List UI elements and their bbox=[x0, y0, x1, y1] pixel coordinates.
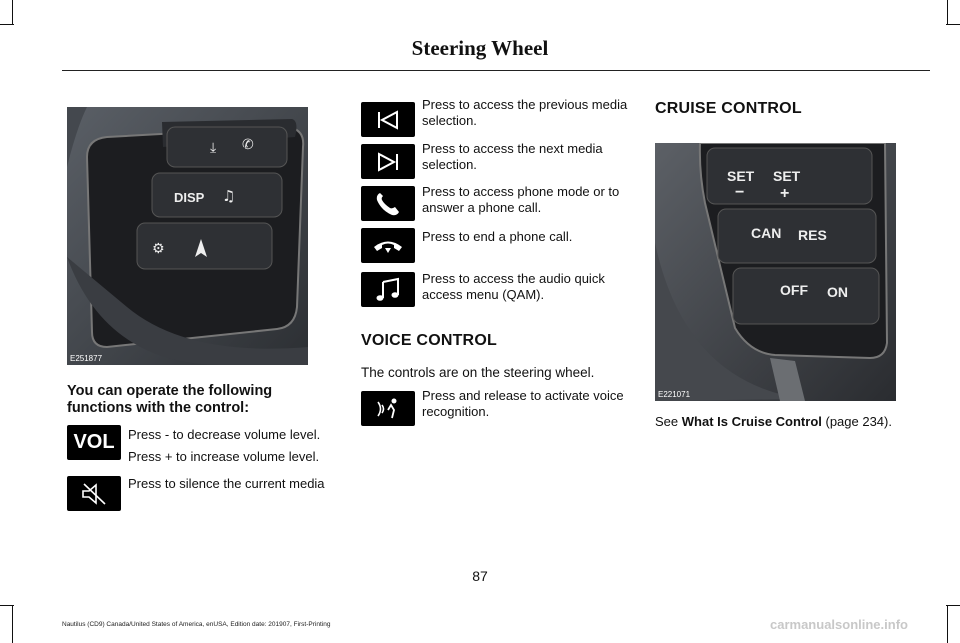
voice-recognition-text: Press and release to activate voice reco… bbox=[422, 388, 624, 419]
phone-answer-text: Press to access phone mode or to answer … bbox=[422, 184, 620, 215]
intro-heading: You can operate the following functions … bbox=[67, 383, 273, 416]
vol-increase-text: Press + to increase volume level. bbox=[128, 449, 320, 464]
svg-text:⤓: ⤓ bbox=[210, 140, 216, 156]
crop-mark bbox=[947, 605, 948, 643]
voice-control-intro: The controls are on the steering wheel. bbox=[361, 365, 595, 380]
cruise-control-photo: SET − SET + CAN RES OFF ON E221071 bbox=[655, 143, 896, 401]
off-label: OFF bbox=[780, 282, 808, 298]
see-prefix: See bbox=[655, 414, 682, 429]
voice-control-heading: VOICE CONTROL bbox=[361, 332, 497, 349]
res-label: RES bbox=[798, 227, 827, 243]
crop-mark bbox=[0, 24, 14, 25]
page-title: Steering Wheel bbox=[411, 36, 549, 60]
vol-decrease-text: Press - to decrease volume level. bbox=[128, 427, 321, 442]
svg-text:♫: ♫ bbox=[222, 187, 235, 205]
steering-controls-photo: ⤓ ✆ DISP ♫ ⚙ E251877 bbox=[67, 107, 308, 365]
page-number: 87 bbox=[472, 568, 488, 584]
image-code: E251877 bbox=[70, 354, 103, 363]
mute-text: Press to silence the current media bbox=[128, 476, 325, 491]
phone-end-icon bbox=[361, 228, 415, 263]
crop-mark bbox=[947, 0, 948, 24]
crop-mark bbox=[12, 605, 13, 643]
image-code: E221071 bbox=[658, 390, 691, 399]
set-plus-label: SET bbox=[773, 168, 801, 184]
phone-answer-icon bbox=[361, 186, 415, 221]
see-link[interactable]: What Is Cruise Control bbox=[681, 414, 822, 429]
set-minus-label: SET bbox=[727, 168, 755, 184]
crop-mark bbox=[946, 605, 960, 606]
on-label: ON bbox=[827, 284, 848, 300]
crop-mark bbox=[946, 24, 960, 25]
footer-text: Nautilus (CD9) Canada/United States of A… bbox=[62, 621, 331, 628]
header-rule bbox=[62, 70, 930, 71]
voice-recognition-icon bbox=[361, 391, 415, 426]
svg-text:✆: ✆ bbox=[242, 137, 254, 153]
disp-label: DISP bbox=[174, 190, 205, 205]
next-track-text: Press to access the next media selection… bbox=[422, 141, 603, 172]
svg-text:+: + bbox=[780, 185, 789, 202]
svg-text:−: − bbox=[735, 184, 744, 201]
music-menu-text: Press to access the audio quick access m… bbox=[422, 271, 605, 302]
mute-icon bbox=[67, 476, 121, 511]
vol-icon: VOL bbox=[67, 425, 121, 460]
previous-track-icon bbox=[361, 102, 415, 137]
see-suffix: (page 234). bbox=[821, 414, 892, 429]
can-label: CAN bbox=[751, 225, 781, 241]
svg-text:⚙: ⚙ bbox=[152, 241, 165, 257]
music-note-icon bbox=[361, 272, 415, 307]
watermark: carmanualsonline.info bbox=[770, 617, 908, 632]
next-track-icon bbox=[361, 144, 415, 179]
previous-track-text: Press to access the previous media selec… bbox=[422, 97, 628, 128]
cruise-see-reference: See What Is Cruise Control (page 234). bbox=[655, 413, 935, 430]
vol-icon-label: VOL bbox=[73, 431, 115, 453]
crop-mark bbox=[12, 0, 13, 24]
crop-mark bbox=[0, 605, 14, 606]
cruise-control-heading: CRUISE CONTROL bbox=[655, 100, 802, 117]
phone-end-text: Press to end a phone call. bbox=[422, 229, 573, 244]
